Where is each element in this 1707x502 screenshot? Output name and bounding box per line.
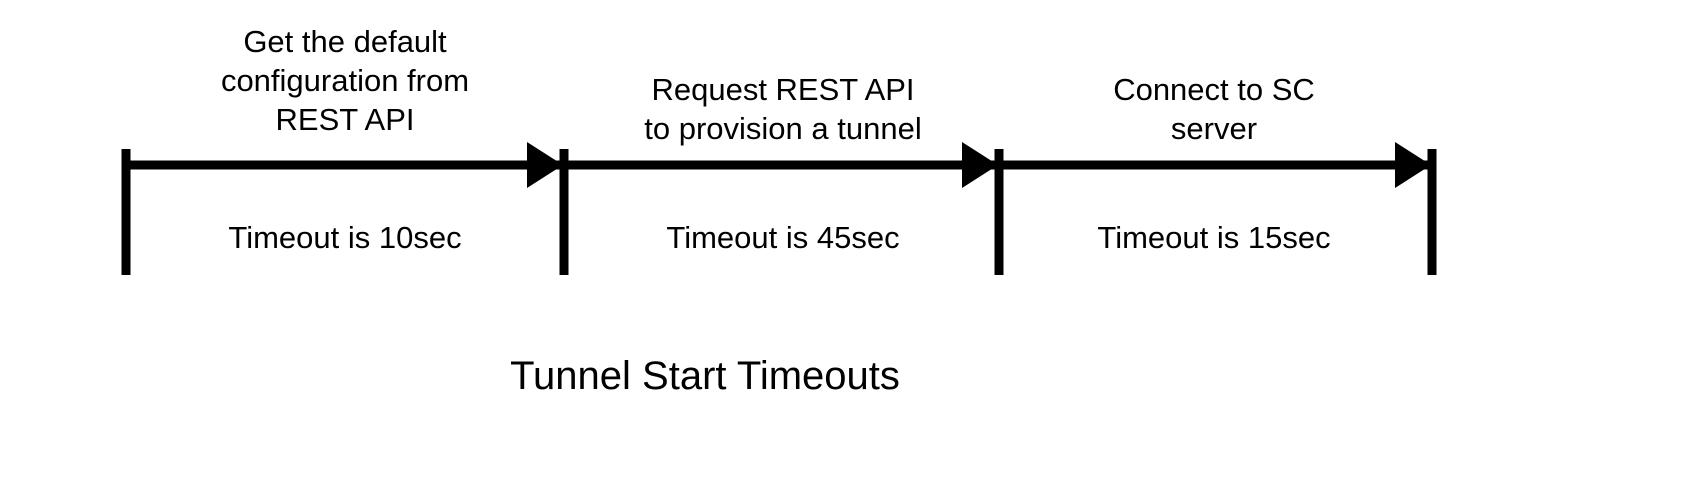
segment-3-timeout: Timeout is 15sec <box>1097 220 1331 255</box>
arrowhead-segment-2 <box>962 142 998 188</box>
diagram-title: Tunnel Start Timeouts <box>510 354 900 398</box>
segment-1-description: Get the default configuration from REST … <box>220 24 470 137</box>
segment-3-description: Connect to SC server <box>1113 72 1315 146</box>
arrowhead-segment-1 <box>527 142 563 188</box>
segment-2-timeout: Timeout is 45sec <box>666 220 900 255</box>
segment-1-timeout: Timeout is 10sec <box>228 220 462 255</box>
arrowhead-segment-3 <box>1395 142 1431 188</box>
segment-2-description: Request REST API to provision a tunnel <box>644 72 922 146</box>
